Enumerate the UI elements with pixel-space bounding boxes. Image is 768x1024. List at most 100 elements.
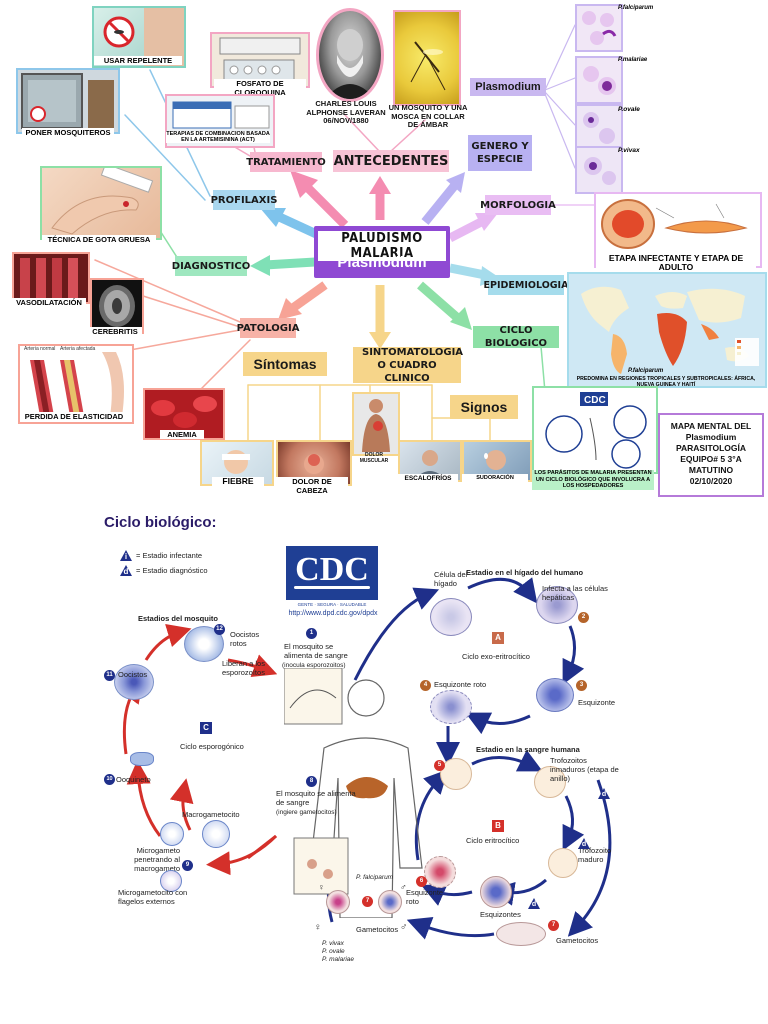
legend-diagnostico-badge: d	[120, 565, 132, 576]
muscular-caption: DOLOR MUSCULAR	[359, 452, 389, 464]
infected-liver-cell	[536, 586, 578, 624]
central-node: PALUDISMO MALARIA Plasmodium	[314, 226, 450, 278]
ooquineto-label: Ooquineto	[116, 775, 151, 784]
parasite-morphology-icon	[601, 199, 748, 249]
red-cells-icon	[151, 396, 217, 428]
oocistos-label: Oocistos	[118, 670, 148, 679]
blood-smear-icon	[582, 11, 617, 45]
p-falciparum-label: P. falciparum	[356, 874, 394, 881]
node-sintomatologia: SINTOMATOLOGIA O CUADRO CLINICO	[353, 347, 463, 384]
male-symbol-icon: ♂	[400, 922, 408, 933]
ruptured-schizont-cell	[430, 690, 472, 724]
legend-infectante: = Estadio infectante	[136, 551, 203, 560]
schizont-cell	[536, 678, 574, 712]
badge-d-3: d	[528, 898, 540, 909]
cdc-lifecycle: i = Estadio infectante d = Estadio diagn…	[100, 540, 660, 970]
mature-trophozoite-cell	[548, 848, 578, 878]
escalofrios-caption: ESCALOFRÍOS	[398, 474, 458, 483]
cdc-mini-image: CDC	[532, 386, 658, 474]
esquizonte-label: Esquizonte	[578, 698, 616, 707]
genero-label: GENERO Y ESPECIE	[471, 141, 529, 165]
inocula-label: (inocula esporozoitos)	[282, 662, 346, 669]
node-signos: Signos	[450, 395, 518, 419]
macrogametocito-cell	[202, 820, 230, 848]
central-title: PALUDISMO MALARIA	[318, 231, 446, 261]
svg-text:CDC: CDC	[584, 395, 606, 406]
step-9-badge: 9	[182, 860, 193, 871]
cdc-logo-swoosh	[294, 586, 370, 589]
species-malariae-label: P.malariae	[618, 57, 648, 63]
step-10-badge: 10	[104, 774, 115, 785]
finger-prick-icon	[51, 168, 154, 235]
mapa-line-2: Plasmodium	[685, 432, 737, 442]
lifecycle-mini-icon: CDC	[545, 392, 647, 469]
amber-caption: UN MOSQUITO Y UNA MOSCA EN COLLAR DE ÁMB…	[388, 103, 468, 129]
etapa-caption: ETAPA INFECTANTE Y ETAPA DE ADULTO	[596, 254, 756, 272]
cerebritis-caption: CEREBRITIS	[88, 327, 142, 336]
se-alimenta-2-label: El mosquito se alimenta de sangre	[276, 789, 356, 807]
legend-infectante-badge: i	[120, 550, 132, 561]
node-sintomas: Síntomas	[243, 352, 327, 376]
trofozoitos-inmaduros-label: Trofozoitos inmaduros (etapa de anillo)	[550, 756, 619, 783]
node-diagnostico: DIAGNOSTICO	[172, 256, 250, 276]
headache-icon	[304, 454, 324, 474]
species-ovale-image	[575, 104, 623, 152]
schizonts-cell	[480, 876, 512, 908]
medicine-box-icon	[172, 101, 270, 129]
species-malariae-image	[575, 56, 623, 104]
muscular-image	[352, 392, 400, 456]
liver-cell	[430, 598, 472, 636]
gota-image	[40, 166, 162, 240]
artery-icon	[30, 352, 124, 416]
species-vivax-image	[575, 146, 623, 194]
step-5-badge: 5	[434, 760, 445, 771]
vasodilatacion-caption: VASODILATACIÓN	[12, 298, 86, 307]
microgametocito-label: Microgametocito con flagelos externos	[118, 888, 188, 906]
esquizonte-roto-1-label: Esquizonte roto	[434, 680, 487, 689]
step-4-badge: 4	[420, 680, 431, 691]
step-11-badge: 11	[104, 670, 115, 681]
liberan-label: Liberan a los esporozoítos	[222, 659, 265, 677]
badge-d-2: d	[578, 838, 590, 849]
node-morfologia: MORFOLOGIA	[480, 195, 556, 215]
step-8-badge: 8	[306, 776, 317, 787]
oocistos-rotos-label: Oocistos rotos	[230, 630, 260, 648]
ooquineto-cell	[130, 752, 154, 766]
ciclo-exo-label: Ciclo exo-eritrocítico	[462, 652, 530, 661]
cdc-tagline: GENTE · SEGURA · SALUDABLE	[297, 602, 367, 607]
badge-d-1: d	[598, 788, 610, 799]
mapa-line-1: MAPA MENTAL DEL	[670, 421, 752, 431]
node-plasmodium: Plasmodium	[470, 78, 546, 96]
brain-scan-icon	[99, 285, 135, 327]
ingiere-label: (ingiere gametocitos)	[276, 809, 337, 816]
ciclo-esporogonico-label: Ciclo esporogónico	[180, 742, 244, 751]
celula-higado-label: Célula del hígado	[434, 570, 468, 588]
mapa-line-3: PARASITOLOGÍA	[675, 443, 747, 453]
mapa-line-5: 02/10/2020	[689, 476, 733, 486]
parasitos-caption: LOS PARÁSITOS DE MALARIA PRESENTAN UN CI…	[532, 470, 654, 490]
ruptured-schizont-2-cell	[424, 856, 456, 888]
sudoracion-caption: SUDORACIÓN	[462, 474, 528, 483]
mapa-line-4: EQUIPO# 5 3°A MATUTINO	[680, 454, 742, 475]
sangre-title: Estadio en la sangre humana	[476, 745, 580, 754]
gametocytes-right-cell	[496, 922, 546, 946]
elasticidad-image	[18, 344, 134, 424]
cdc-logo: CDC	[286, 546, 378, 600]
trofozoito-maduro-label: Trofozoito maduro	[578, 846, 612, 864]
higado-title: Estadio en el hígado del humano	[466, 568, 584, 577]
cabeza-caption: DOLOR DE CABEZA	[276, 477, 348, 495]
elasticidad-caption: PERDIDA DE ELASTICIDAD	[20, 412, 128, 421]
central-subtitle: Plasmodium	[337, 254, 427, 271]
mosquiteros-image	[16, 68, 120, 134]
esquizontes-label: Esquizontes	[480, 910, 521, 919]
portrait-icon	[325, 29, 375, 99]
cerebritis-image	[90, 278, 144, 334]
node-genero: GENERO Y ESPECIE	[468, 135, 532, 171]
arteria-afectada-label: Arteria afectada	[60, 346, 96, 352]
arteria-normal-label: Arteria normal	[24, 346, 56, 352]
microgameto-label: Microgameto penetrando al macrogameto	[134, 846, 180, 873]
anemia-caption: ANEMIA	[160, 430, 204, 439]
vasodilatacion-image	[12, 252, 90, 304]
human-figure-icon	[284, 668, 423, 918]
node-ciclo: CICLO BIOLOGICO	[473, 325, 559, 349]
